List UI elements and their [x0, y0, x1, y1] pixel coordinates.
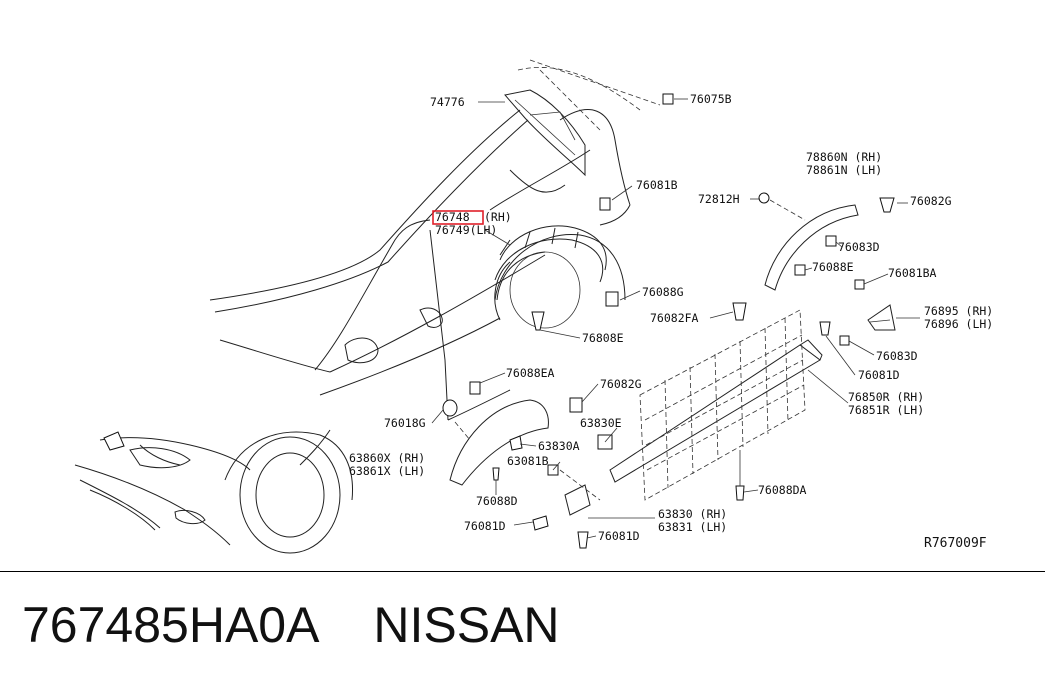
label-76851R: 76851R (LH)	[848, 403, 924, 417]
label-63830: 63830 (RH)	[658, 507, 727, 521]
leader-lines	[431, 98, 920, 539]
label-76088DA: 76088DA	[758, 483, 807, 497]
label-76748-suffix: (RH)	[484, 210, 512, 224]
highlight-box	[432, 210, 484, 225]
side-sill-molding-part	[609, 309, 823, 501]
footer-caption: 767485HA0A NISSAN	[22, 596, 560, 666]
diagram-reference-code: R767009F	[924, 536, 987, 551]
rear-arch-molding-part	[764, 199, 859, 291]
label-76083D-a: 76083D	[838, 240, 880, 254]
label-76088D: 76088D	[476, 494, 518, 508]
front-bracket-part	[559, 469, 601, 516]
label-76083D-b: 76083D	[876, 349, 918, 363]
label-76082G-right: 76082G	[910, 194, 952, 208]
label-72812H: 72812H	[698, 192, 740, 206]
label-78860N: 78860N (RH)	[806, 150, 882, 164]
label-76081D-bottom: 76081D	[598, 529, 640, 543]
label-76088EA: 76088EA	[506, 366, 555, 380]
label-63830A: 63830A	[538, 439, 580, 453]
label-76018G: 76018G	[384, 416, 426, 430]
front-arch-molding-part	[449, 399, 549, 486]
exploded-parts-diagram: 74776 76075B 76081B 76748 (RH) 76749(LH)…	[74, 59, 993, 554]
label-76748: 76748	[435, 210, 470, 224]
label-78861N: 78861N (LH)	[806, 163, 882, 177]
fastener-icons	[103, 93, 895, 549]
mud-guard-part	[867, 304, 896, 331]
wheel-liner-part	[494, 225, 607, 329]
label-76850R: 76850R (RH)	[848, 390, 924, 404]
label-76081D-right: 76081D	[858, 368, 900, 382]
label-76808E: 76808E	[582, 331, 624, 345]
footer-divider	[0, 571, 1045, 572]
label-63831: 63831 (LH)	[658, 520, 727, 534]
label-76896: 76896 (LH)	[924, 317, 993, 331]
label-63830E: 63830E	[580, 416, 622, 430]
label-63860X: 63860X (RH)	[349, 451, 425, 465]
label-76895: 76895 (RH)	[924, 304, 993, 318]
label-76088G: 76088G	[642, 285, 684, 299]
brand-caption: NISSAN	[373, 597, 560, 653]
label-76081D-left: 76081D	[464, 519, 506, 533]
label-76082FA: 76082FA	[650, 311, 699, 325]
label-76081B: 76081B	[636, 178, 678, 192]
label-63081B: 63081B	[507, 454, 549, 468]
label-74776: 74776	[430, 95, 465, 109]
label-63861X: 63861X (LH)	[349, 464, 425, 478]
label-76749: 76749(LH)	[435, 223, 497, 237]
label-76088E: 76088E	[812, 260, 854, 274]
part-number-caption: 767485HA0A	[22, 597, 320, 653]
rear-trim-part	[504, 59, 661, 177]
part-number-labels: 74776 76075B 76081B 76748 (RH) 76749(LH)…	[349, 92, 993, 551]
label-76075B: 76075B	[690, 92, 732, 106]
label-76082G-mid: 76082G	[600, 377, 642, 391]
vehicle-body-outline	[74, 109, 631, 554]
label-76081BA: 76081BA	[888, 266, 937, 280]
